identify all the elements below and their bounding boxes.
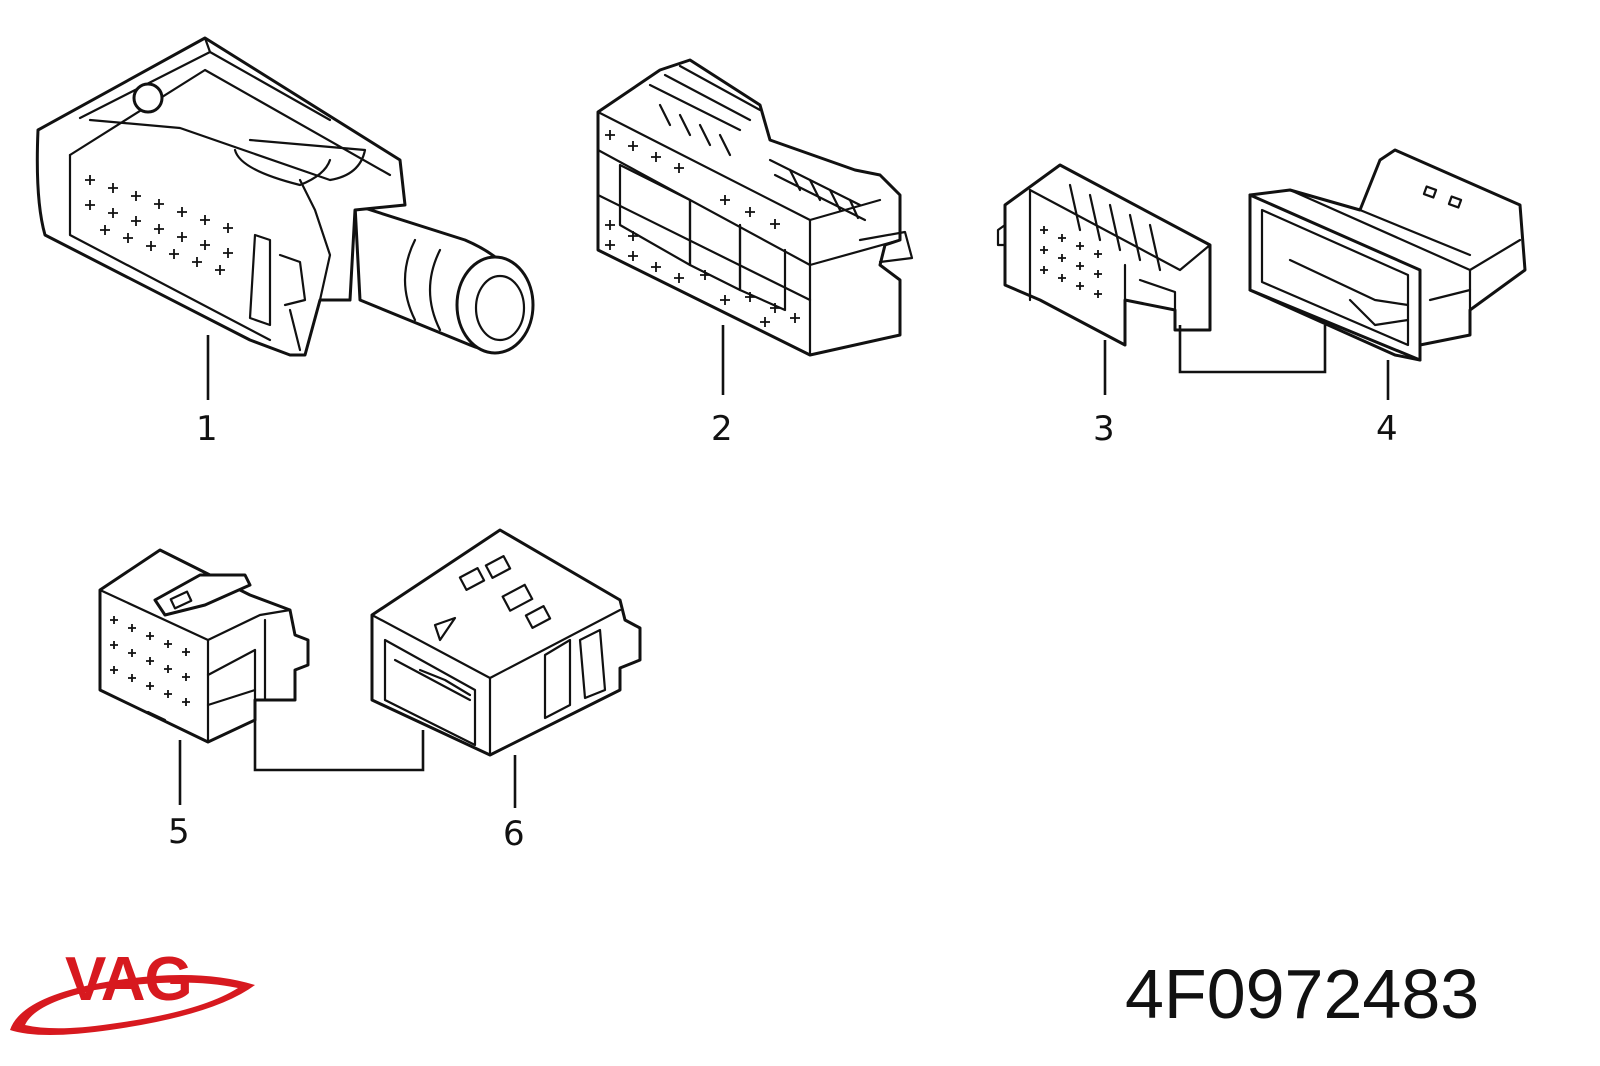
part-label-4: 4: [1376, 409, 1398, 449]
connector-part-1: [35, 36, 535, 357]
vag-logo: VAG: [10, 945, 255, 1035]
pin-grid-part-2: [605, 130, 800, 327]
connector-part-3: [996, 163, 1212, 347]
connector-part-4: [1248, 148, 1527, 362]
pin-grid-part-3: [1040, 226, 1102, 298]
pin-grid-part-5: [110, 616, 190, 706]
part-label-6: 6: [503, 814, 525, 854]
connector-part-2: [596, 58, 914, 357]
vag-logo-text: VAG: [65, 945, 192, 1014]
mating-bracket-3-4: [1178, 325, 1327, 374]
part-number: 4F0972483: [1125, 955, 1479, 1033]
part-label-3: 3: [1093, 409, 1115, 449]
connector-part-5: [98, 548, 310, 744]
pin-grid-part-1: [85, 175, 233, 275]
part-label-5: 5: [168, 812, 190, 852]
mating-bracket-5-6: [253, 720, 425, 772]
part-label-2: 2: [711, 409, 733, 449]
connector-part-6: [370, 528, 642, 757]
part-label-1: 1: [196, 409, 218, 449]
